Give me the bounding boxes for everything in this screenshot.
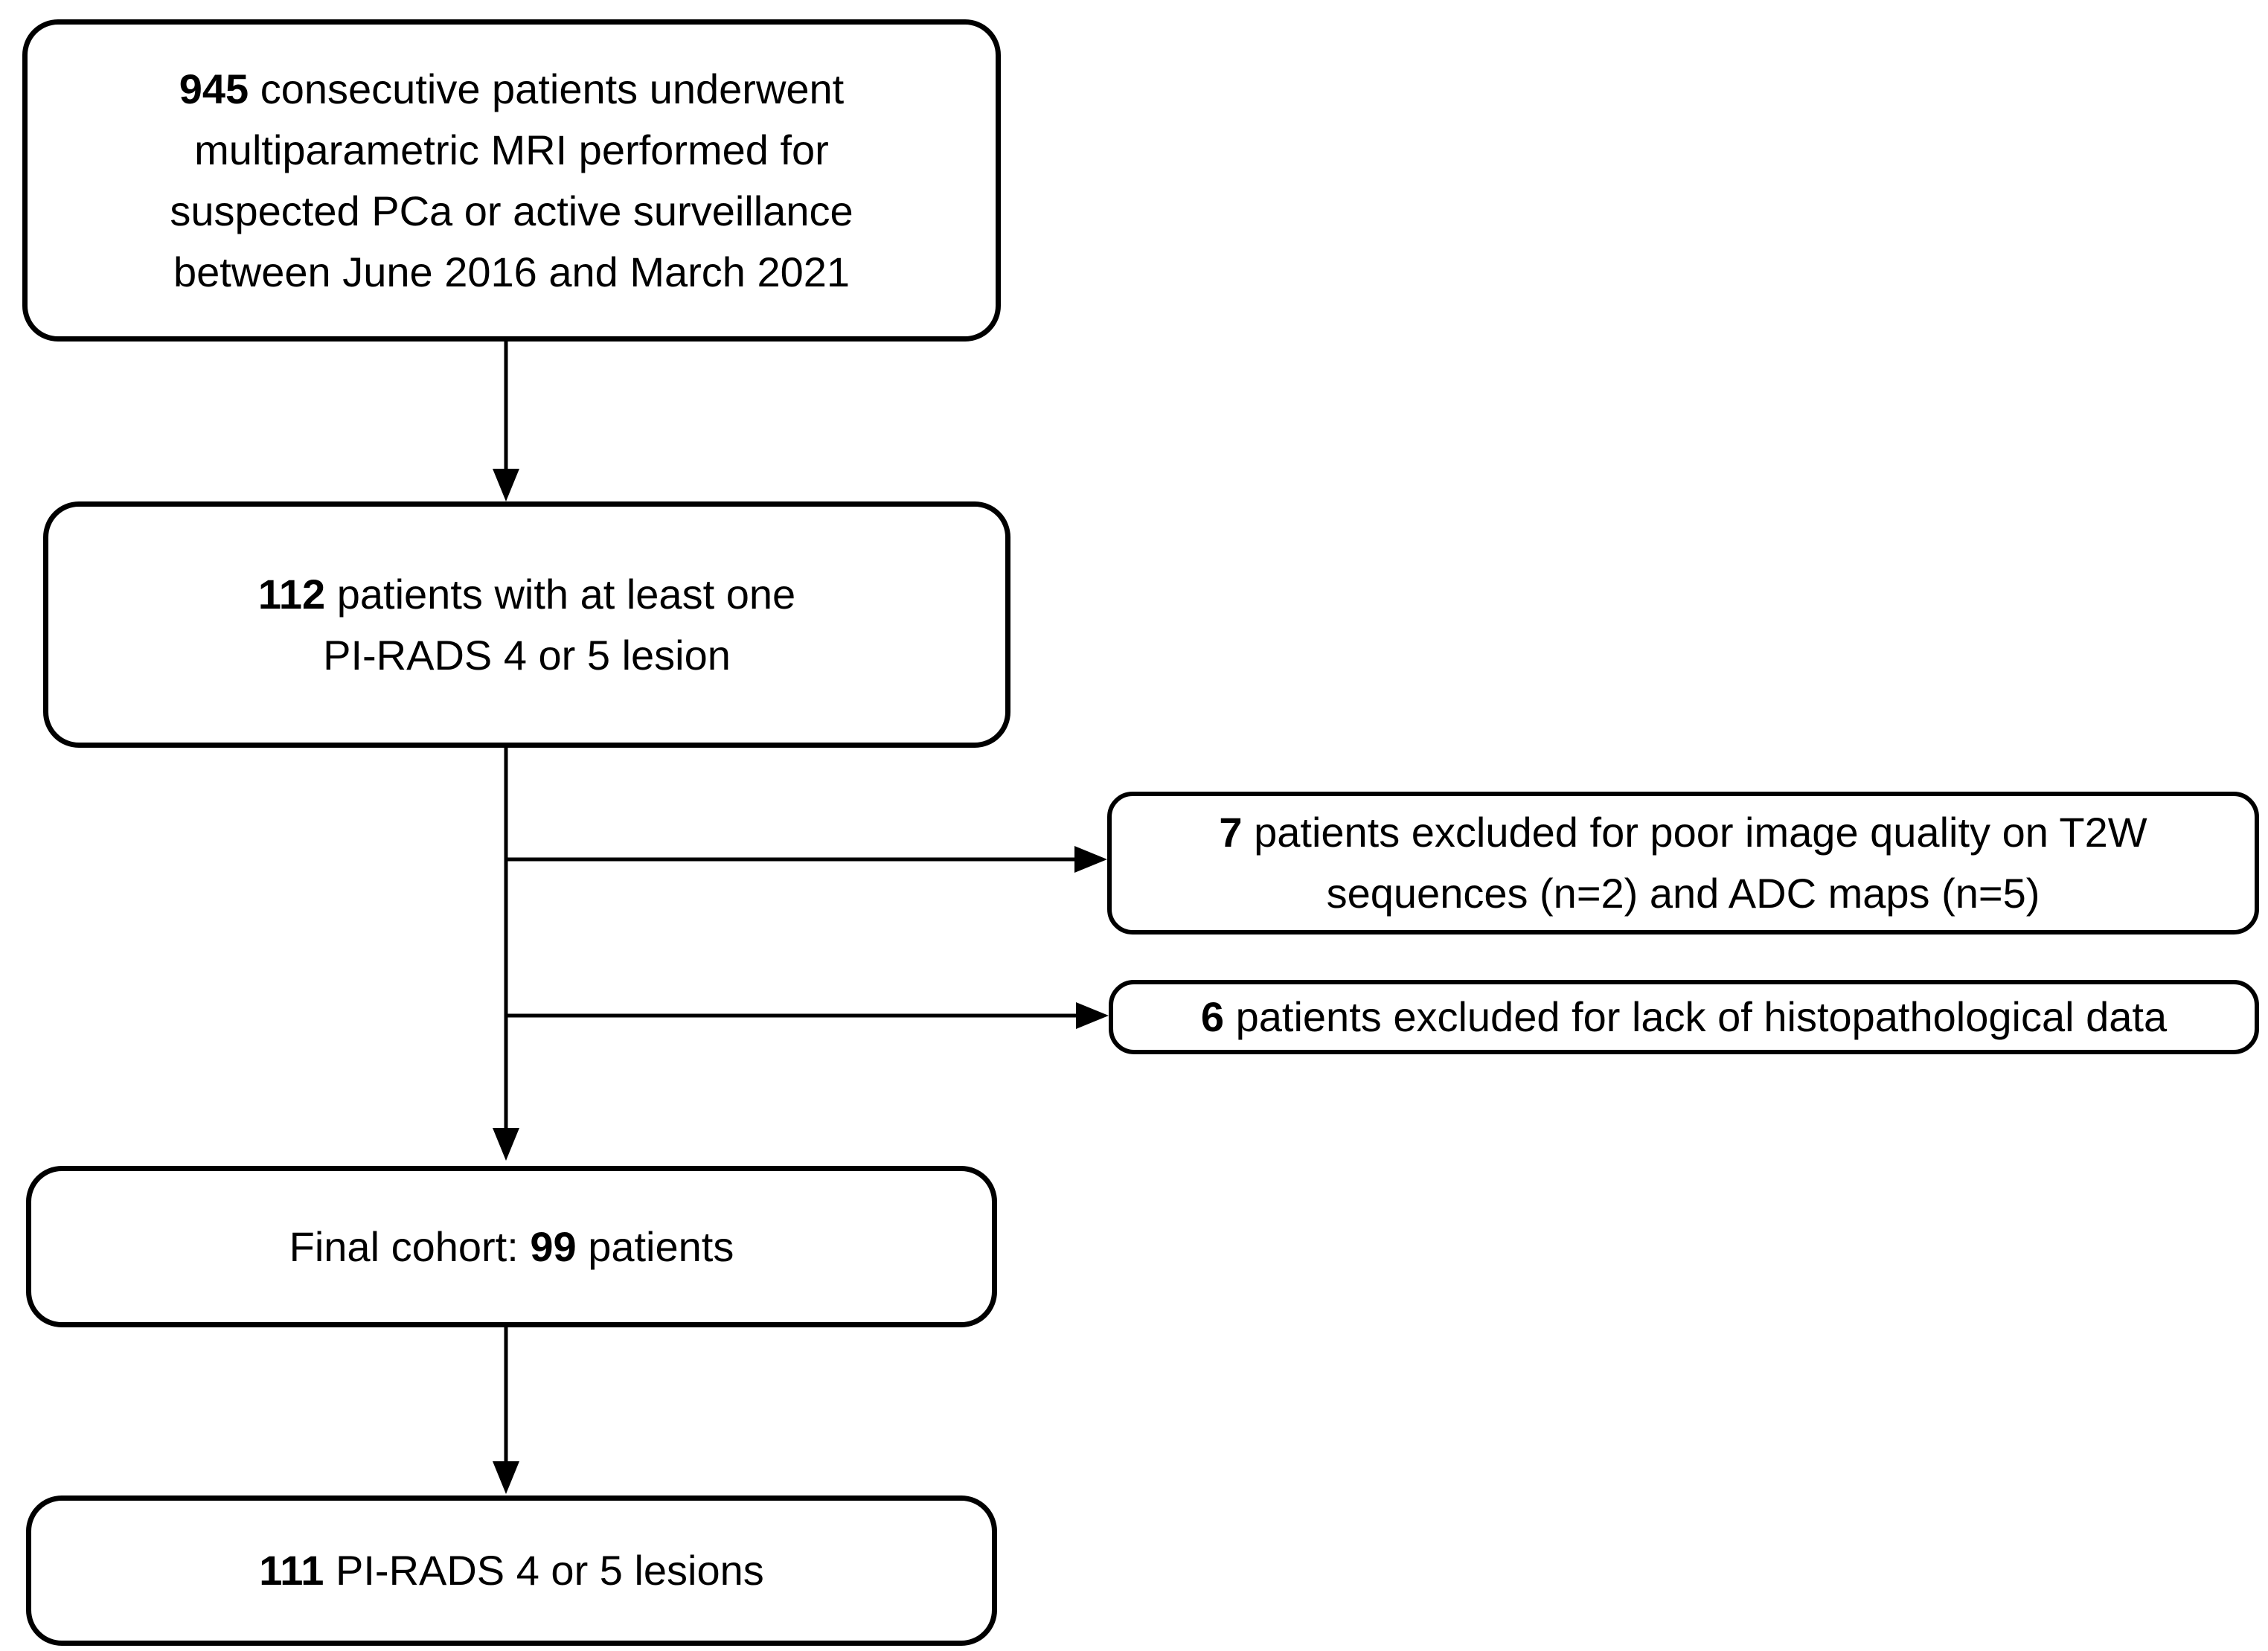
excluded-image-quality-line-2: sequences (n=2) and ADC maps (n=5) [1326,870,2040,917]
excluded-image-quality-line-1: 7 patients excluded for poor image quali… [1219,809,2147,856]
excluded-image-quality-box: 7 patients excluded for poor image quali… [1107,792,2259,935]
final-cohort-line-1: Final cohort: 99 patients [289,1222,734,1270]
excluded-histopathology-box: 6 patients excluded for lack of histopat… [1109,980,2259,1054]
pirads-patients-box: 112 patients with at least one PI-RADS 4… [43,501,1010,748]
pirads-patients-line-1: 112 patients with at least one [257,570,796,618]
arrow-branch-histo-head [1076,1002,1109,1029]
initial-cohort-box: 945 consecutive patients underwent multi… [22,19,1001,342]
arrow-pirads-to-final-head [493,1128,519,1161]
initial-cohort-line-4: between June 2016 and March 2021 [173,248,850,295]
excluded-histopathology-line-1: 6 patients excluded for lack of histopat… [1200,993,2168,1040]
arrow-branch-quality-head [1074,846,1107,873]
arrow-final-to-lesions-head [493,1461,519,1494]
arrow-initial-to-pirads-head [493,469,519,501]
initial-cohort-line-1: 945 consecutive patients underwent [179,65,845,112]
initial-cohort-line-3: suspected PCa or active surveillance [170,187,853,234]
lesions-count-line-1: 111 PI-RADS 4 or 5 lesions [259,1547,764,1594]
initial-cohort-line-2: multiparametric MRI performed for [194,126,829,173]
final-cohort-box: Final cohort: 99 patients [26,1166,997,1327]
pirads-patients-line-2: PI-RADS 4 or 5 lesion [323,631,731,679]
lesions-count-box: 111 PI-RADS 4 or 5 lesions [26,1495,997,1646]
